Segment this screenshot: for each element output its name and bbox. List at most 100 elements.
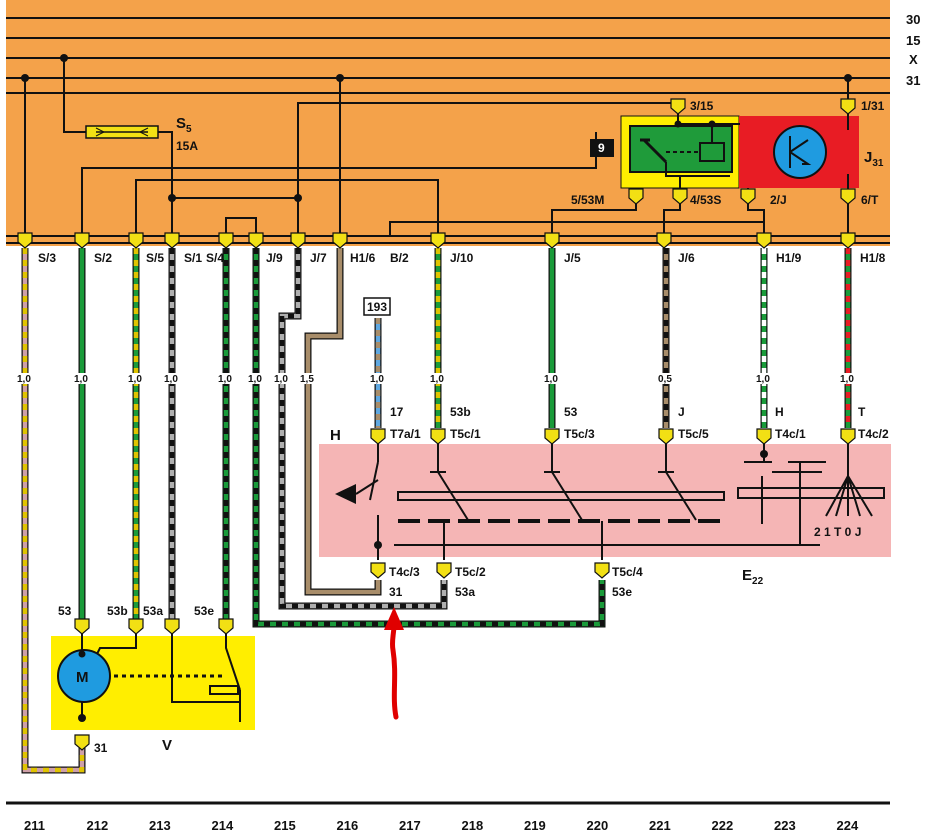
- switch-terminal-name-17: 17: [390, 405, 404, 419]
- gauge-bg: [429, 373, 447, 384]
- top-connector-label: S/4: [206, 251, 224, 265]
- relay-pin-4-53s: 4/53S: [690, 193, 721, 207]
- switch-terminal-name-h: H: [775, 405, 784, 419]
- gauge-bg: [127, 373, 145, 384]
- connectors: [17, 98, 856, 751]
- connector-marker: [672, 188, 688, 205]
- gauge-bg: [73, 373, 91, 384]
- rail-label-30: 30: [906, 12, 920, 27]
- motor-symbol: [57, 649, 111, 703]
- top-connector-label: S/3: [38, 251, 56, 265]
- wire-gauge-label: 1,0: [756, 374, 770, 385]
- red-arrow: [384, 607, 404, 720]
- fuse-name: S5: [176, 115, 192, 135]
- wire-gauge-label: 1,0: [370, 374, 384, 385]
- top-connector-label: H1/9: [776, 251, 802, 265]
- relay-pin-2-j: 2/J: [770, 193, 787, 207]
- column-number: 218: [462, 818, 484, 833]
- switch-terminal-t5c-3: T5c/3: [564, 427, 595, 441]
- top-connector-label: J/5: [564, 251, 581, 265]
- connector-marker: [544, 428, 560, 445]
- connector-marker: [17, 232, 33, 249]
- column-number: 220: [587, 818, 609, 833]
- connector-marker: [756, 232, 772, 249]
- column-number: 224: [837, 818, 859, 833]
- relay-number-box: [590, 139, 614, 157]
- connector-marker: [840, 98, 856, 115]
- gauge-bg: [163, 373, 181, 384]
- connector-marker: [128, 232, 144, 249]
- wire-gauge-label: 1,0: [430, 374, 444, 385]
- wire-gauge-label: 1,0: [164, 374, 178, 385]
- fuse-s5: [85, 125, 159, 139]
- wire-8: [305, 248, 381, 595]
- switch-bottom-name-31: 31: [389, 585, 403, 599]
- switch-bottom-t5c-2: T5c/2: [455, 565, 486, 579]
- switch-terminal-t5c-1: T5c/1: [450, 427, 481, 441]
- wire-gauge-label: 1,0: [248, 374, 262, 385]
- top-connector-label: H1/8: [860, 251, 886, 265]
- gauge-bg: [16, 373, 34, 384]
- top-connector-label: J/6: [678, 251, 695, 265]
- relay-pin-1-31: 1/31: [861, 99, 885, 113]
- wire-gauge-label: 1,0: [274, 374, 288, 385]
- connector-marker: [218, 618, 234, 635]
- relay-j31: [620, 112, 859, 200]
- ref-box-label: 193: [367, 300, 387, 314]
- connector-marker: [74, 734, 90, 751]
- switch-terminal-t4c-1: T4c/1: [775, 427, 806, 441]
- connector-marker: [370, 428, 386, 445]
- column-number: 217: [399, 818, 421, 833]
- column-number: 214: [212, 818, 234, 833]
- column-number: 216: [337, 818, 359, 833]
- power-rails: [6, 17, 890, 94]
- relay-pin-6-t: 6/T: [861, 193, 879, 207]
- relay-name: J31: [864, 149, 884, 169]
- gauge-bg: [299, 373, 317, 384]
- switch-bottom-t5c-4: T5c/4: [612, 565, 643, 579]
- wire-gauge-label: 1,0: [17, 374, 31, 385]
- connector-marker: [658, 428, 674, 445]
- fuse-rating: 15A: [176, 139, 198, 153]
- relay-pin-3-15: 3/15: [690, 99, 714, 113]
- connector-marker: [164, 618, 180, 635]
- connector-marker: [332, 232, 348, 249]
- switch-name: E22: [742, 567, 764, 587]
- wires: [21, 248, 852, 774]
- panel-junction-dots: [21, 54, 852, 202]
- gauge-bg: [217, 373, 235, 384]
- motor-ground-label: 31: [94, 741, 108, 755]
- gauge-bg: [839, 373, 857, 384]
- wire-gauge-label: 1,5: [300, 374, 314, 385]
- switch-terminal-name-53: 53: [564, 405, 578, 419]
- wire-gauge-label: 1,0: [840, 374, 854, 385]
- wire-stripe: [253, 248, 605, 627]
- switch-terminal-name-t: T: [858, 405, 866, 419]
- wire-gauge-label: 1,0: [218, 374, 232, 385]
- column-number: 213: [149, 818, 171, 833]
- connector-marker: [628, 188, 644, 205]
- connector-marker: [430, 428, 446, 445]
- gauge-bg: [755, 373, 773, 384]
- top-connector-label: J/7: [310, 251, 327, 265]
- connector-marker: [370, 562, 386, 579]
- column-number: 211: [24, 818, 45, 833]
- motor-label: M: [76, 669, 89, 686]
- switch-junction: [374, 541, 382, 549]
- switch-bottom-name-53e: 53e: [612, 585, 632, 599]
- gauge-bg: [369, 373, 387, 384]
- motor-pin-53a: 53a: [143, 604, 163, 618]
- switch-terminal-name-j: J: [678, 405, 685, 419]
- switch-terminal-t5c-5: T5c/5: [678, 427, 709, 441]
- wire-gauge-label: 1,0: [74, 374, 88, 385]
- gauge-bg: [657, 373, 675, 384]
- connector-marker: [164, 232, 180, 249]
- motor-ground-dot: [78, 714, 86, 722]
- connector-marker: [74, 232, 90, 249]
- wire-gauge-label: 0,5: [658, 374, 672, 385]
- gauge-bg: [543, 373, 561, 384]
- switch-terminal-t4c-2: T4c/2: [858, 427, 889, 441]
- top-connector-label: J/10: [450, 251, 474, 265]
